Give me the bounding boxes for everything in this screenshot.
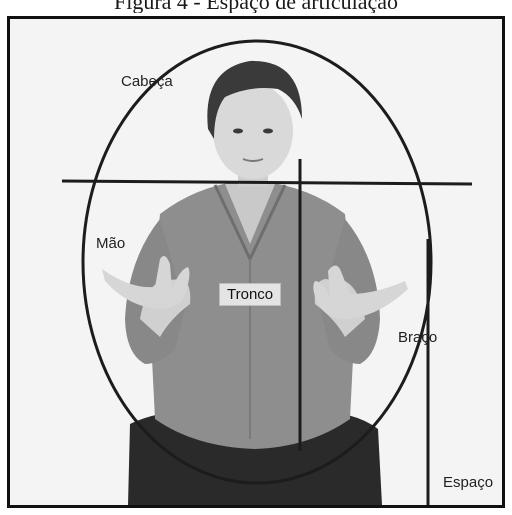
label-space: Espaço bbox=[443, 474, 493, 491]
signing-space-photo bbox=[10, 19, 502, 505]
label-head: Cabeça bbox=[121, 73, 173, 90]
face-shape bbox=[213, 83, 293, 179]
label-trunk: Tronco bbox=[219, 283, 281, 306]
label-arm: Braço bbox=[398, 329, 437, 346]
label-hand: Mão bbox=[96, 235, 125, 252]
figure-caption: Figura 4 - Espaço de articulação bbox=[0, 0, 512, 13]
figure-frame: Cabeça Mão Tronco Braço Espaço bbox=[7, 16, 505, 508]
